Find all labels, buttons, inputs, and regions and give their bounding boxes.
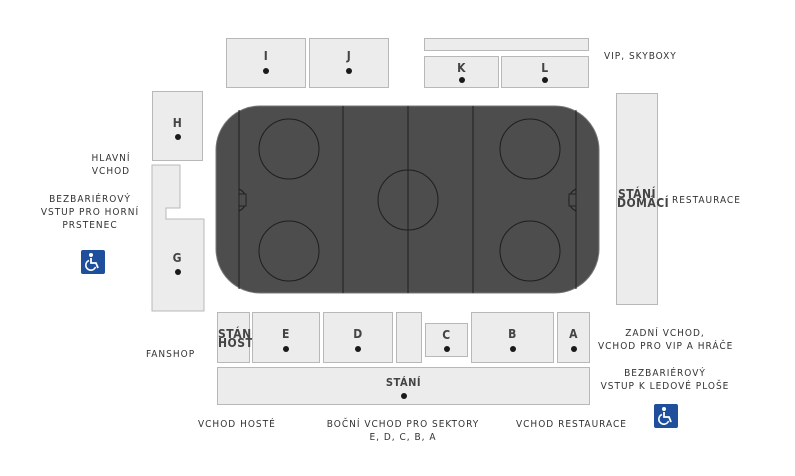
bocni-vchod-label-1: BOČNÍ VCHOD PRO SEKTORY — [326, 419, 480, 430]
stani-domaci-label-2: DOMÁCÍ — [617, 196, 670, 210]
sector-l-dot — [542, 77, 548, 83]
stani-main[interactable]: STÁNÍ — [217, 367, 590, 405]
stani-main-dot — [400, 393, 407, 399]
faceoff-circle-bottom-left — [258, 220, 320, 282]
bezbarierovy-horni-label-1: BEZBARIÉROVÝ — [49, 194, 131, 205]
sector-b[interactable]: B — [471, 312, 554, 363]
sector-h-dot — [174, 134, 181, 140]
sector-k-label: K — [457, 61, 466, 75]
sector-c-label: C — [442, 328, 451, 342]
vip-skybox-strip[interactable] — [424, 38, 589, 51]
hlavni-vchod-label-2: VCHOD — [91, 166, 131, 177]
sector-l-label: L — [541, 61, 549, 75]
sector-g[interactable] — [151, 164, 205, 312]
sector-i-dot — [263, 68, 269, 74]
bocni-vchod-label-2: E, D, C, B, A — [369, 432, 437, 443]
fanshop-label: FANSHOP — [146, 349, 196, 360]
stani-hoste[interactable]: STÁNÍ HOSTÉ — [217, 312, 262, 363]
wheelchair-icon — [654, 404, 678, 428]
sector-a[interactable]: A — [557, 312, 590, 363]
hlavni-vchod-label-1: HLAVNÍ — [91, 153, 131, 164]
sector-j-dot — [346, 68, 352, 74]
sector-k-dot — [458, 77, 465, 83]
sector-e-dot — [283, 346, 289, 352]
stani-hoste-label-1: STÁNÍ — [218, 327, 257, 341]
sector-c[interactable]: C — [425, 323, 468, 357]
sector-d-label: D — [353, 327, 363, 341]
restaurace-label: RESTAURACE — [672, 195, 741, 206]
sector-a-dot — [570, 346, 577, 352]
sector-g-dot — [175, 269, 181, 275]
sector-b-dot — [509, 346, 516, 352]
sector-e-label: E — [282, 327, 290, 341]
stani-main-label: STÁNÍ — [385, 376, 422, 389]
sector-i[interactable]: I — [226, 38, 306, 88]
goal-right — [568, 193, 577, 207]
vip-skyboxy-label: VIP, SKYBOXY — [604, 51, 677, 62]
wheelchair-icon — [81, 250, 105, 274]
sector-l[interactable]: L — [501, 56, 589, 88]
faceoff-circle-top-right — [499, 118, 561, 180]
bezbarierovy-ledove-label-2: VSTUP K LEDOVÉ PLOŠE — [600, 381, 730, 392]
sector-d[interactable]: D — [323, 312, 393, 363]
faceoff-circle-bottom-right — [499, 220, 561, 282]
zadni-vchod-label-2: VCHOD PRO VIP A HRÁČE — [598, 341, 734, 352]
sector-k[interactable]: K — [424, 56, 499, 88]
bezbarierovy-horni-label-3: PRSTENEC — [62, 220, 118, 231]
vchod-hoste-label: VCHOD HOSTÉ — [198, 419, 276, 430]
faceoff-circle-top-left — [258, 118, 320, 180]
bezbarierovy-ledove-label-1: BEZBARIÉROVÝ — [624, 368, 706, 379]
stani-domaci[interactable]: STÁNÍ DOMÁCÍ — [616, 93, 670, 305]
sector-i-label: I — [263, 49, 269, 63]
sector-g-label: G — [172, 251, 183, 265]
stani-domaci-label-1: STÁNÍ — [617, 187, 657, 201]
sector-b-label: B — [508, 327, 517, 341]
zadni-vchod-label-1: ZADNÍ VCHOD, — [625, 328, 705, 339]
goal-left — [238, 193, 247, 207]
sector-c-dot — [443, 346, 450, 352]
bezbarierovy-horni-label-2: VSTUP PRO HORNÍ — [40, 207, 140, 218]
sector-j-label: J — [346, 49, 352, 63]
sector-j[interactable]: J — [309, 38, 389, 88]
sector-unlabeled[interactable] — [396, 312, 422, 363]
sector-d-dot — [355, 346, 361, 352]
sector-e[interactable]: E — [252, 312, 320, 363]
sector-h[interactable]: H — [152, 91, 203, 161]
sector-h-label: H — [172, 116, 183, 130]
sector-a-label: A — [569, 327, 578, 341]
center-circle — [377, 169, 439, 231]
vchod-restaurace-label: VCHOD RESTAURACE — [516, 419, 627, 430]
stani-hoste-label-2: HOSTÉ — [218, 336, 262, 350]
